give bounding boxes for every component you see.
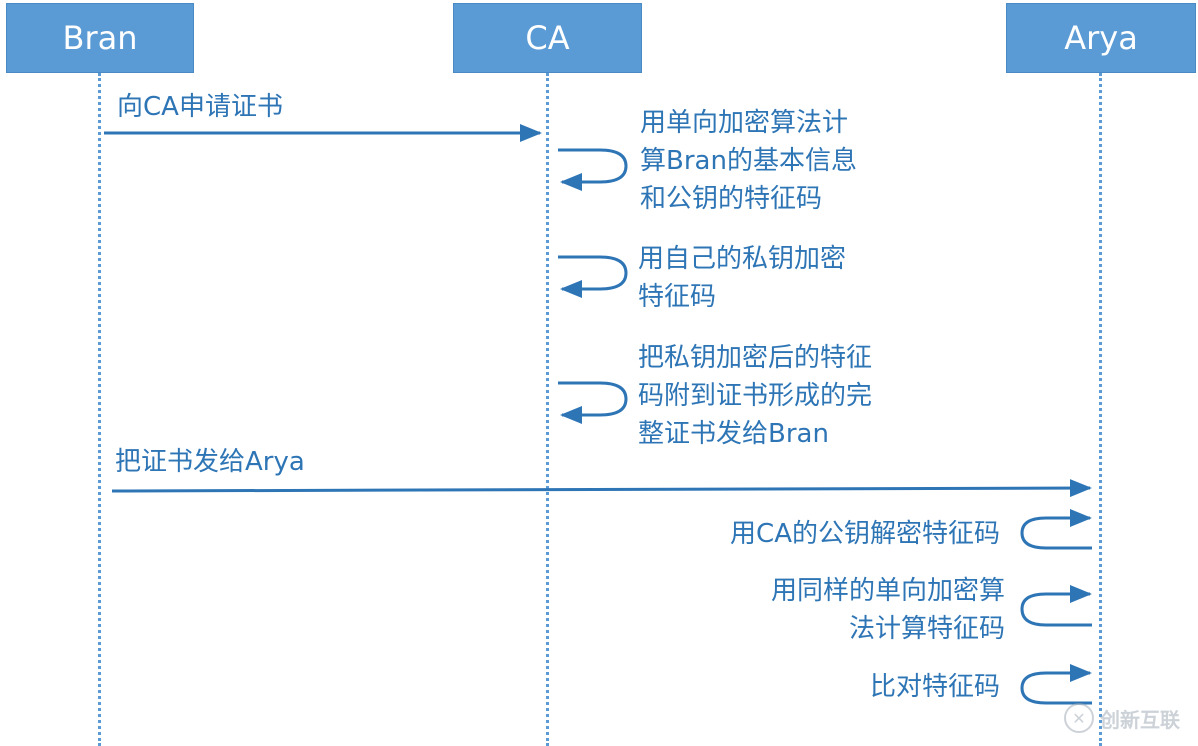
lifeline-arya bbox=[1099, 73, 1102, 746]
ca-step-encrypt-line: 用自己的私钥加密 bbox=[638, 244, 847, 274]
lifeline-ca bbox=[546, 73, 549, 746]
ca-step-encrypt-line: 特征码 bbox=[638, 282, 717, 312]
self-loop-hash bbox=[558, 148, 628, 191]
arya-step-rehash: 用同样的单向加密算 法计算特征码 bbox=[650, 572, 1005, 648]
arya-step-compare: 比对特征码 bbox=[650, 668, 1000, 706]
watermark-logo-icon: ✕ bbox=[1064, 703, 1094, 733]
watermark-text: 创新互联 bbox=[1100, 707, 1180, 732]
arya-step-rehash-line: 法计算特征码 bbox=[848, 614, 1005, 644]
ca-step-hash-line: 算Bran的基本信息 bbox=[640, 146, 857, 176]
message-request-cert: 向CA申请证书 bbox=[117, 92, 283, 122]
arya-step-rehash-line: 用同样的单向加密算 bbox=[770, 576, 1005, 606]
self-loop-encrypt bbox=[558, 255, 628, 298]
self-loop-decrypt bbox=[1020, 509, 1092, 550]
ca-step-hash: 用单向加密算法计 算Bran的基本信息 和公钥的特征码 bbox=[640, 104, 857, 218]
ca-step-attach-line: 码附到证书形成的完 bbox=[638, 381, 873, 411]
ca-step-attach-line: 把私钥加密后的特征 bbox=[638, 343, 873, 373]
self-loop-rehash bbox=[1020, 585, 1092, 627]
ca-step-attach-line: 整证书发给Bran bbox=[638, 419, 829, 449]
self-loop-compare bbox=[1020, 664, 1092, 705]
arya-step-decrypt-line: 用CA的公钥解密特征码 bbox=[730, 519, 1000, 549]
ca-step-hash-line: 用单向加密算法计 bbox=[640, 108, 849, 138]
ca-step-attach: 把私钥加密后的特征 码附到证书形成的完 整证书发给Bran bbox=[638, 339, 872, 453]
ca-step-hash-line: 和公钥的特征码 bbox=[640, 184, 823, 214]
message-send-cert: 把证书发给Arya bbox=[115, 447, 305, 477]
actor-bran: Bran bbox=[6, 3, 194, 73]
actor-ca: CA bbox=[453, 3, 642, 73]
ca-step-encrypt: 用自己的私钥加密 特征码 bbox=[638, 240, 846, 316]
lifeline-bran bbox=[98, 73, 101, 746]
arya-step-decrypt: 用CA的公钥解密特征码 bbox=[650, 515, 1000, 553]
actor-arya: Arya bbox=[1006, 3, 1196, 73]
watermark: ✕ 创新互联 bbox=[1064, 698, 1194, 738]
arrow-send-cert bbox=[111, 479, 1092, 498]
arya-step-compare-line: 比对特征码 bbox=[869, 672, 1000, 702]
self-loop-attach bbox=[558, 381, 628, 424]
